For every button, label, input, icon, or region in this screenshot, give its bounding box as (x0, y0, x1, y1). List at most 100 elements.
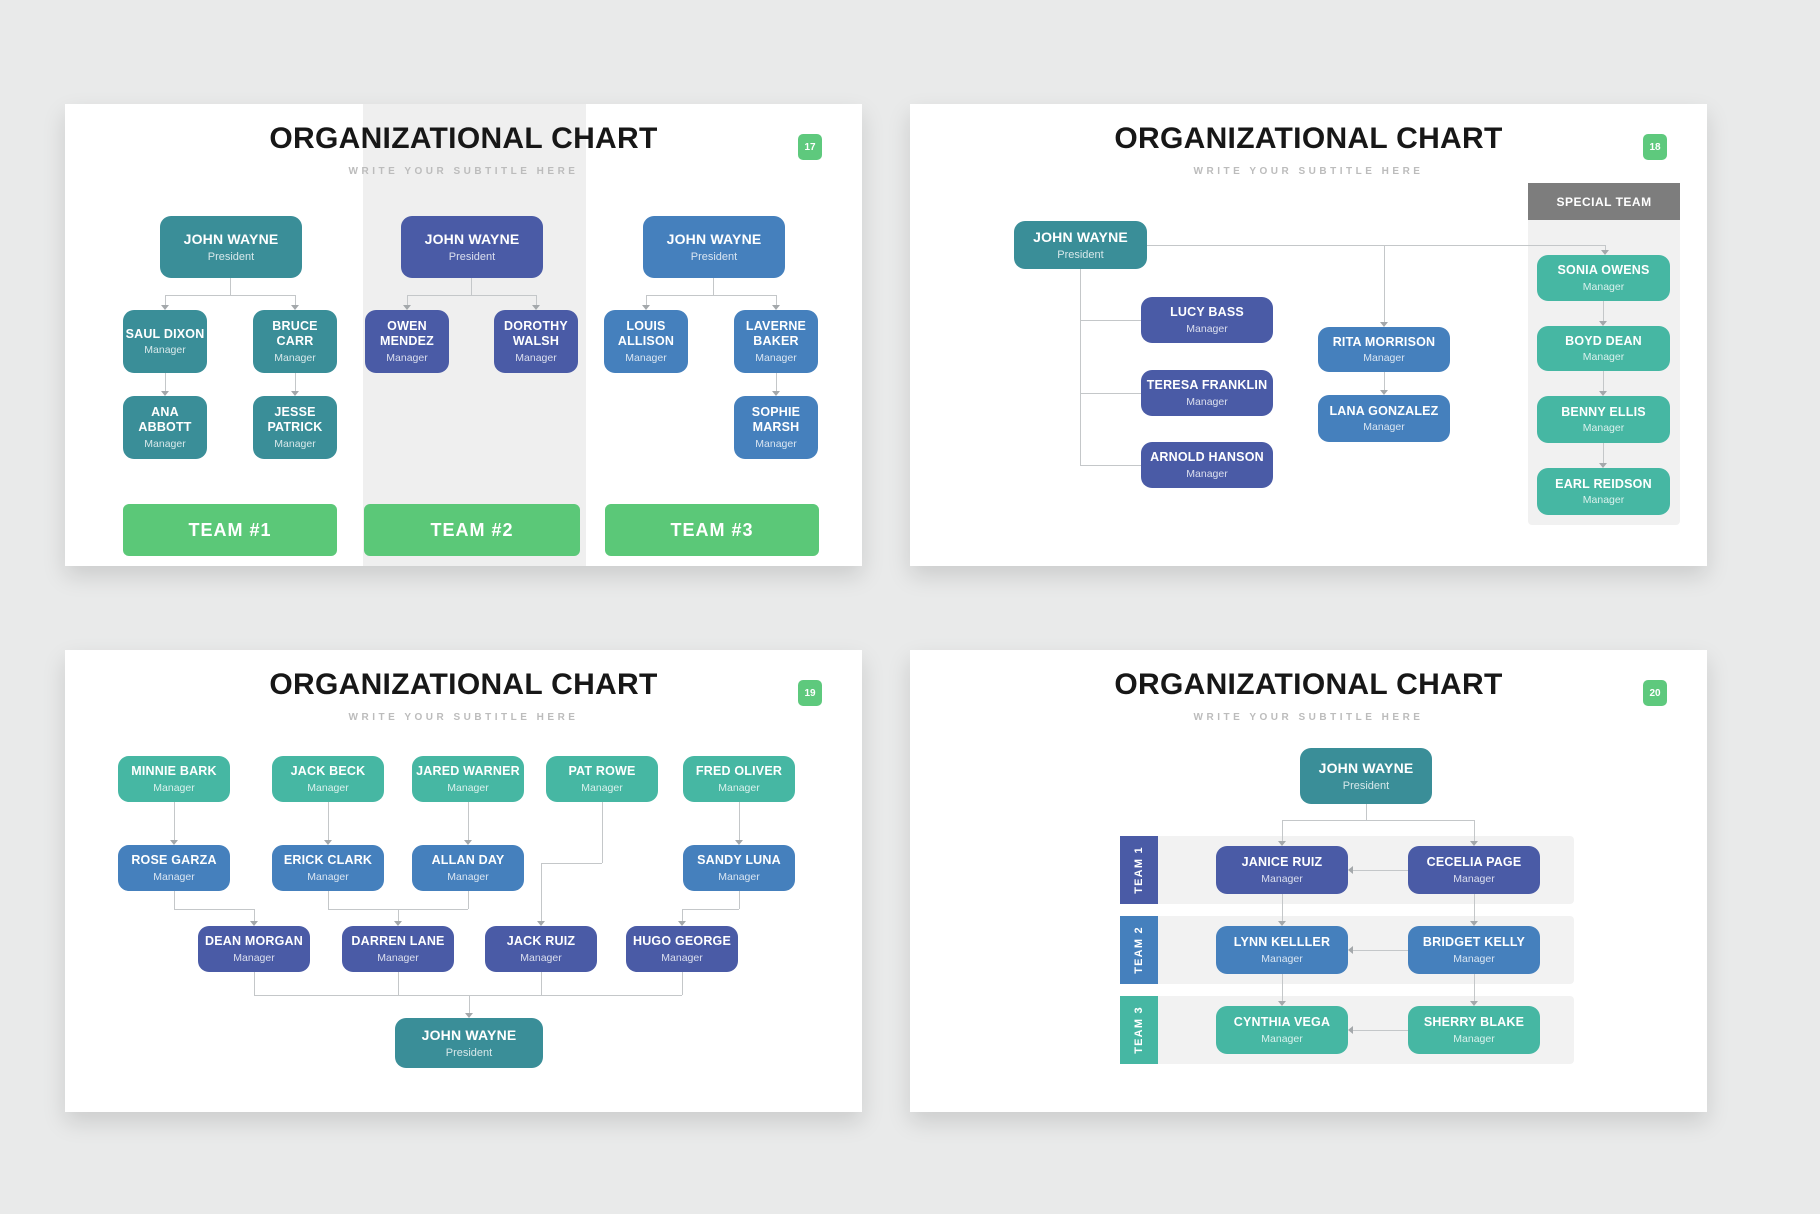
org-node-manager: EARL REIDSON Manager (1537, 468, 1670, 515)
connector (776, 373, 777, 391)
org-node-manager: SAUL DIXON Manager (123, 310, 207, 373)
org-node-manager: ARNOLD HANSON Manager (1141, 442, 1273, 488)
connector (254, 909, 255, 921)
arrow-left-icon (1348, 1026, 1353, 1034)
org-node-manager: JACK RUIZ Manager (485, 926, 597, 972)
slide-17: ORGANIZATIONAL CHART WRITE YOUR SUBTITLE… (65, 104, 862, 566)
arrow-down-icon (1470, 921, 1478, 926)
connector (536, 295, 537, 305)
connector (1282, 894, 1283, 921)
team-1-tab: TEAM 1 (1120, 836, 1158, 904)
connector (468, 891, 469, 909)
connector (1366, 804, 1367, 820)
connector (1353, 870, 1408, 871)
connector (739, 891, 740, 909)
arrow-down-icon (537, 921, 545, 926)
arrow-down-icon (772, 391, 780, 396)
arrow-down-icon (1599, 391, 1607, 396)
connector (541, 863, 542, 921)
org-node-manager: BRIDGET KELLY Manager (1408, 926, 1540, 974)
connector (295, 373, 296, 391)
connector (1147, 245, 1605, 246)
connector (646, 295, 647, 305)
org-node-manager: CYNTHIA VEGA Manager (1216, 1006, 1348, 1054)
connector (407, 295, 408, 305)
slide-title: ORGANIZATIONAL CHART (269, 122, 658, 155)
slide-number-badge: 20 (1643, 680, 1667, 706)
connector (230, 278, 231, 295)
org-node-manager: JARED WARNER Manager (412, 756, 524, 802)
slide-20: ORGANIZATIONAL CHART WRITE YOUR SUBTITLE… (910, 650, 1707, 1112)
connector (1353, 1030, 1408, 1031)
connector (1384, 245, 1385, 322)
org-node-manager: RITA MORRISON Manager (1318, 327, 1450, 372)
org-node-manager: ERICK CLARK Manager (272, 845, 384, 891)
connector (1384, 372, 1385, 390)
arrow-down-icon (1380, 322, 1388, 327)
connector (776, 295, 777, 305)
org-node-manager: TERESA FRANKLIN Manager (1141, 370, 1273, 416)
org-node-manager: BOYD DEAN Manager (1537, 326, 1670, 371)
org-node-manager: HUGO GEORGE Manager (626, 926, 738, 972)
arrow-down-icon (394, 921, 402, 926)
arrow-down-icon (291, 305, 299, 310)
arrow-down-icon (170, 840, 178, 845)
connector (739, 802, 740, 840)
connector (541, 863, 602, 864)
connector (407, 295, 536, 296)
connector (328, 802, 329, 840)
connector (398, 909, 399, 921)
connector (682, 972, 683, 995)
connector (646, 295, 776, 296)
org-node-president: JOHN WAYNE President (395, 1018, 543, 1068)
arrow-down-icon (465, 1013, 473, 1018)
arrow-down-icon (250, 921, 258, 926)
org-node-manager: OWEN MENDEZ Manager (365, 310, 449, 373)
team-1-bar: TEAM #1 (123, 504, 337, 556)
slide-18: ORGANIZATIONAL CHART WRITE YOUR SUBTITLE… (910, 104, 1707, 566)
org-node-manager: BENNY ELLIS Manager (1537, 396, 1670, 443)
org-node-manager: LANA GONZALEZ Manager (1318, 395, 1450, 442)
org-node-manager: DARREN LANE Manager (342, 926, 454, 972)
org-node-manager: LAVERNE BAKER Manager (734, 310, 818, 373)
connector (254, 972, 255, 995)
arrow-down-icon (735, 840, 743, 845)
slide-number-badge: 18 (1643, 134, 1667, 160)
connector (398, 972, 399, 995)
org-node-manager: SHERRY BLAKE Manager (1408, 1006, 1540, 1054)
connector (1080, 393, 1141, 394)
connector (471, 278, 472, 295)
connector (165, 373, 166, 391)
org-node-manager: JANICE RUIZ Manager (1216, 846, 1348, 894)
org-node-president: JOHN WAYNE President (1300, 748, 1432, 804)
arrow-down-icon (1599, 463, 1607, 468)
org-node-president: JOHN WAYNE President (160, 216, 302, 278)
connector (1474, 974, 1475, 1001)
connector (1603, 443, 1604, 463)
arrow-down-icon (161, 305, 169, 310)
slide-title: ORGANIZATIONAL CHART (269, 668, 658, 701)
arrow-down-icon (1278, 841, 1286, 846)
connector (254, 995, 682, 996)
arrow-down-icon (678, 921, 686, 926)
connector (541, 972, 542, 995)
connector (1282, 974, 1283, 1001)
arrow-down-icon (291, 391, 299, 396)
org-node-president: JOHN WAYNE President (643, 216, 785, 278)
org-node-manager: ROSE GARZA Manager (118, 845, 230, 891)
arrow-down-icon (642, 305, 650, 310)
org-node-manager: BRUCE CARR Manager (253, 310, 337, 373)
arrow-down-icon (1278, 1001, 1286, 1006)
connector (1080, 269, 1081, 465)
connector (295, 295, 296, 305)
connector (1474, 894, 1475, 921)
connector (1080, 465, 1141, 466)
org-node-manager: JESSE PATRICK Manager (253, 396, 337, 459)
connector (682, 909, 683, 921)
arrow-left-icon (1348, 866, 1353, 874)
org-node-manager: LUCY BASS Manager (1141, 297, 1273, 343)
slide-subtitle: WRITE YOUR SUBTITLE HERE (1193, 712, 1424, 723)
org-node-manager: SONIA OWENS Manager (1537, 255, 1670, 301)
connector (1474, 820, 1475, 841)
